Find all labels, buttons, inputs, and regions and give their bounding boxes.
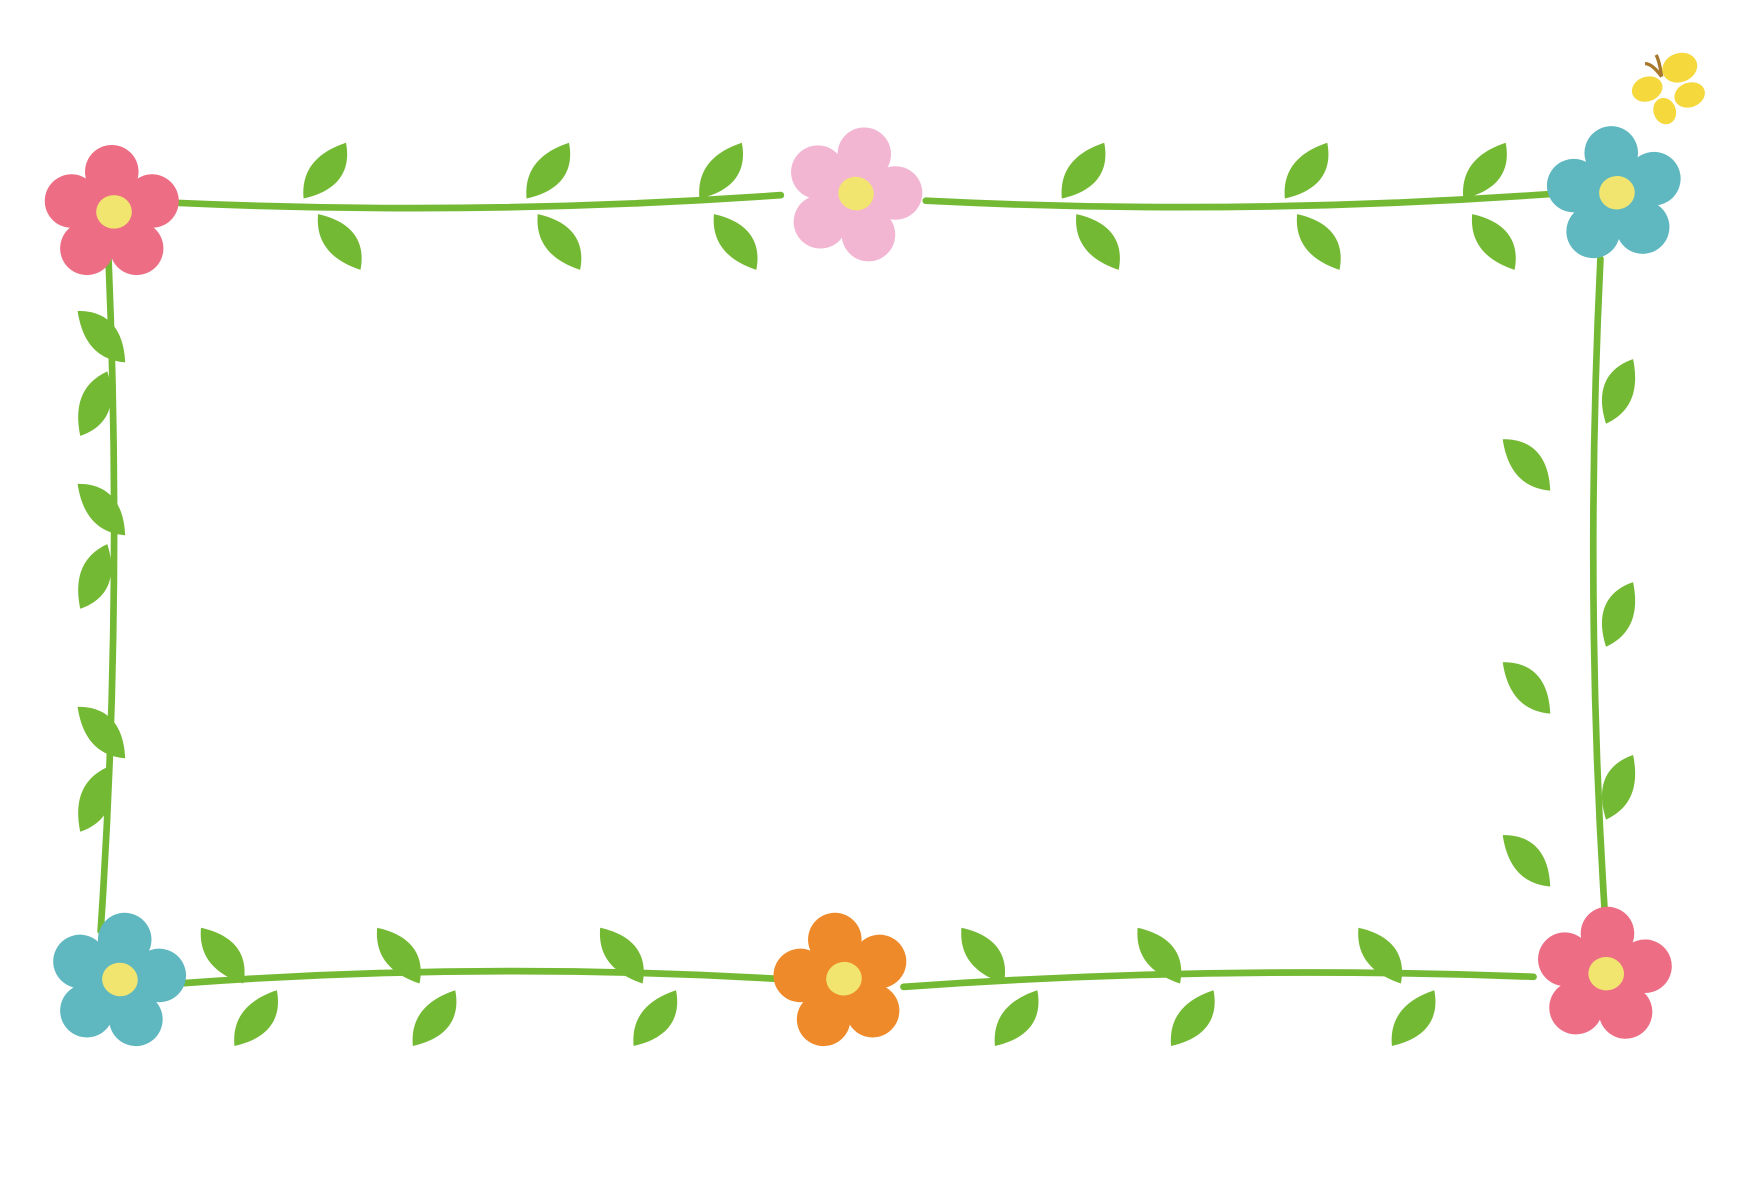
leaf-icon [699,142,744,199]
leaf-icon [376,927,421,984]
leaf-icon [1502,439,1551,491]
vine-bottom-left [175,967,785,987]
butterfly [1631,52,1705,125]
leaf-icon [1502,835,1551,887]
flower-bottom-center-icon [773,912,907,1047]
leaf-icon [234,990,279,1046]
leaves [77,142,1636,1046]
vine-bottom-right [900,969,1537,991]
leaf-icon [303,142,348,199]
antenna [1644,54,1664,78]
leaf-icon [1471,214,1516,270]
leaf-icon [1358,927,1403,984]
leaf-icon [1296,214,1341,270]
leaf-icon [537,214,582,270]
leaf-icon [77,483,126,536]
flower-bottom-left-icon [53,912,187,1047]
flower-center [826,961,862,996]
flowers [44,126,1681,1047]
flower-center [96,195,132,229]
leaf-icon [1602,359,1636,424]
vine-right [1589,255,1610,935]
leaf-icon [77,706,126,759]
flower-center [1599,175,1635,210]
leaf-icon [1170,990,1215,1046]
vine-top-left [175,191,785,212]
leaf-icon [599,927,644,984]
wing [1674,82,1705,108]
flower-bottom-right-icon [1538,906,1672,1039]
leaf-icon [1602,755,1636,820]
flower-center [1588,956,1625,991]
flower-center [838,176,874,211]
wing [1662,52,1698,83]
leaf-icon [1284,142,1329,199]
leaf-icon [1462,142,1507,199]
leaf-icon [78,371,112,436]
flower-top-center-icon [791,127,923,262]
leaf-icon [713,214,758,270]
butterfly-icon [1631,52,1705,125]
vine-top-right [922,190,1554,211]
leaf-icon [1602,582,1636,647]
leaf-icon [633,990,678,1046]
leaf-icon [1502,662,1551,714]
flower-center [102,962,138,997]
leaf-icon [200,927,245,984]
flower-top-left-icon [44,144,179,276]
leaf-icon [317,214,362,270]
leaf-icon [412,990,457,1046]
leaf-icon [78,767,112,832]
leaf-icon [1061,142,1106,199]
leaf-icon [78,544,112,609]
leaf-icon [994,990,1039,1046]
leaf-icon [961,927,1006,984]
flower-top-right-icon [1546,126,1681,259]
vines [97,190,1610,991]
leaf-icon [1137,927,1182,984]
leaf-icon [77,310,126,363]
leaf-icon [526,142,571,199]
leaf-icon [1391,990,1436,1046]
wing [1631,76,1663,102]
wing [1653,97,1677,125]
leaf-icon [1076,214,1120,270]
